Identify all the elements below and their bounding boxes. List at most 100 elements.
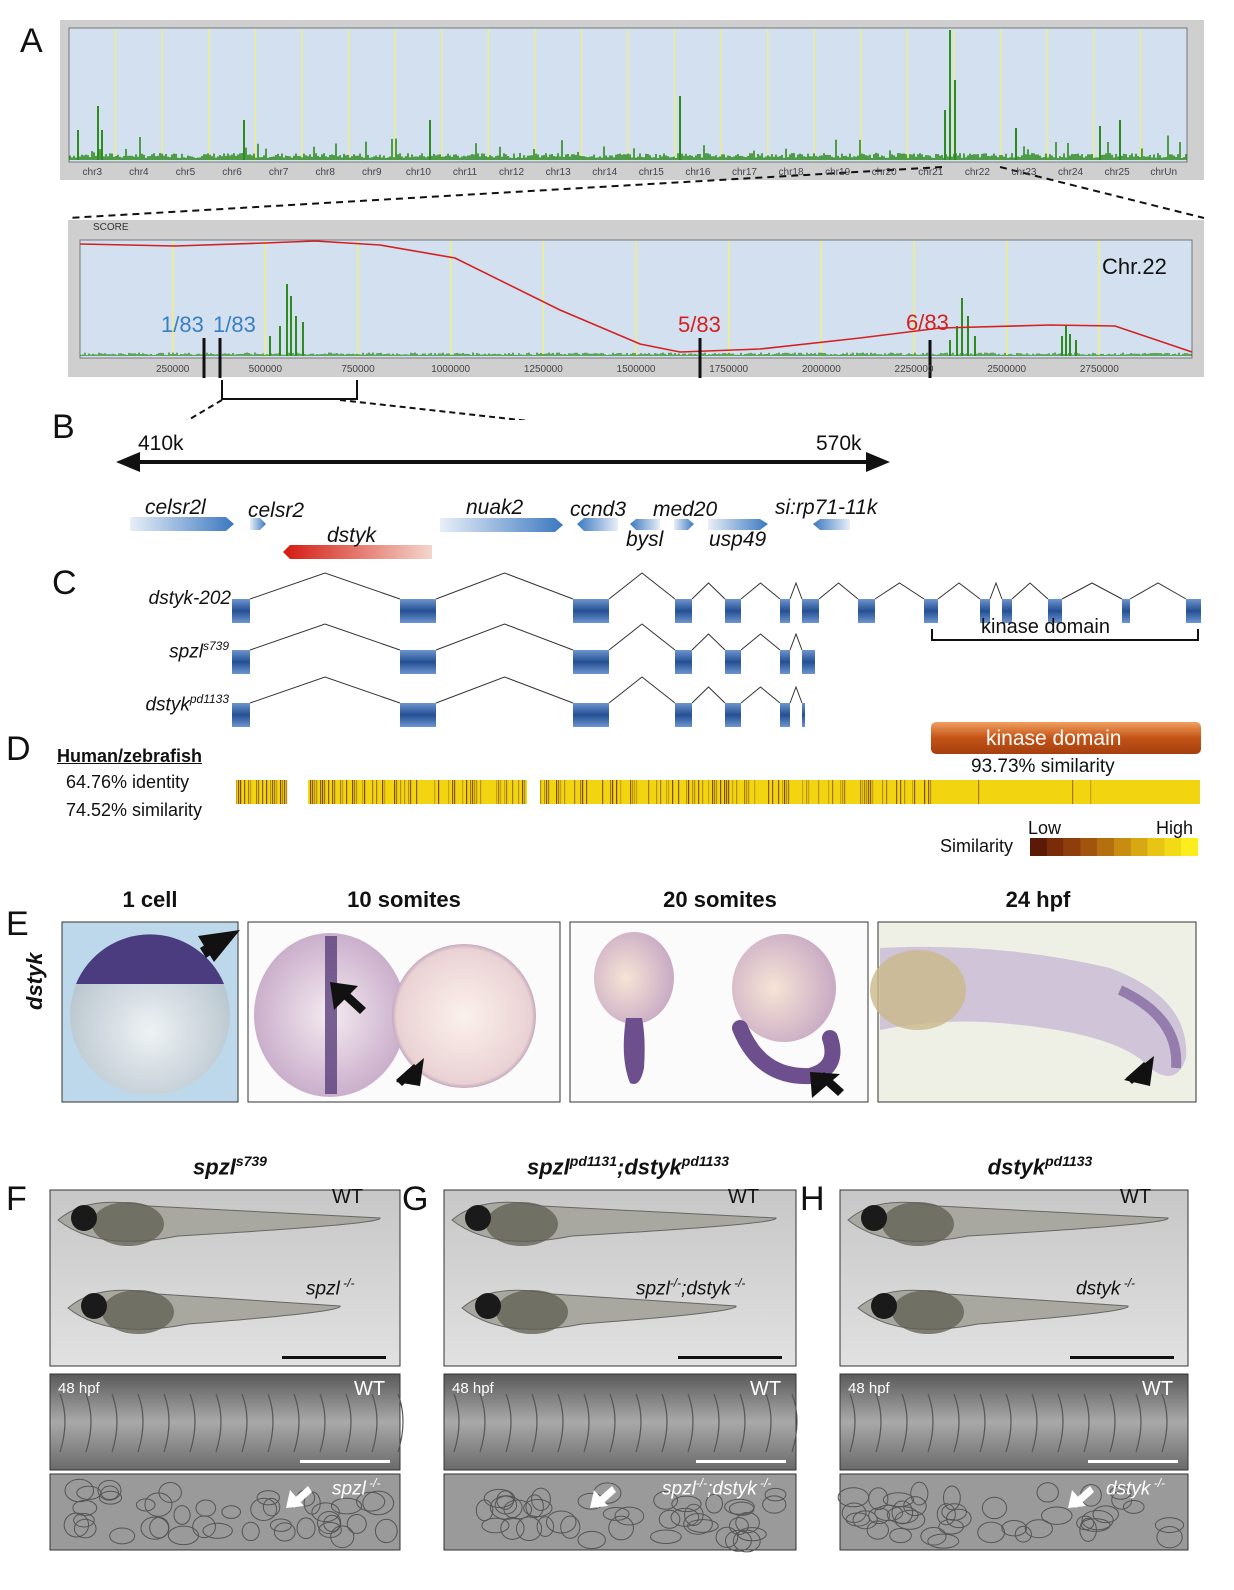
myotome-boundary [849,1393,856,1453]
similarity-tick [376,780,378,804]
similarity-tick [656,780,658,804]
similarity-tick [688,780,690,804]
mutant-cell [1036,1482,1059,1503]
similarity-tick [744,780,746,804]
similarity-tick [328,780,330,804]
intron-line [608,572,676,600]
exon [573,650,609,674]
stage-label-48hpf: 48 hpf [848,1380,890,1397]
chromosome-label: chr12 [499,167,525,178]
chromosome-label: chr24 [1058,167,1084,178]
legend-swatch [1181,838,1199,856]
similarity-tick [434,780,436,804]
exon [675,599,692,623]
similarity-tick [408,780,410,804]
intron-line [818,582,859,600]
similarity-tick [362,780,364,804]
similarity-tick [496,780,498,804]
mutant-cell [837,1487,870,1508]
mutant-cell [1079,1517,1097,1542]
exon [675,703,692,727]
chromosome-label: chr7 [268,167,289,178]
similarity-tick [620,780,622,804]
mutant-cell [250,1497,278,1522]
isoform-row [232,676,805,727]
mutant-cell [149,1516,170,1539]
similarity-tick [862,780,864,804]
similarity-tick [778,780,780,804]
muscle-photo-wt [443,1373,797,1471]
mutant-cell [577,1530,606,1550]
larva-label-mutant: spzl -/- [306,1276,354,1300]
myotome-boundary [1005,1393,1012,1453]
genome-grid [114,29,1142,161]
mutant-cell [256,1490,281,1506]
mutant-cell [73,1518,97,1539]
similarity-tick [356,780,358,804]
muscle-label-mutant: spzl -/- [332,1476,380,1500]
mutant-cell [671,1495,702,1513]
mutant-arrow-head [286,1490,304,1508]
intron-line [789,632,803,651]
mutant-cell [536,1516,555,1537]
exon [802,650,815,674]
mutant-cell [98,1490,123,1505]
muscle-label-wt: WT [750,1378,782,1400]
blastodisc-stain [76,934,224,984]
similarity-tick [322,780,324,804]
mutant-cell [221,1505,242,1519]
mutant-cell [891,1500,914,1525]
chromosome-label: chr3 [82,167,103,178]
similarity-tick [808,780,810,804]
myotome-boundary [875,1393,882,1453]
similarity-tick [404,780,406,804]
score-label: SCORE [93,222,129,233]
panel-e-insitu [61,921,1197,1103]
similarity-tick [842,780,844,804]
scale-bar [678,1356,782,1359]
intron-line [740,686,781,704]
mutant-cell [650,1529,682,1544]
similarity-tick [410,780,412,804]
similarity-tick [912,780,914,804]
genotype-text: dstyk [1076,1278,1121,1300]
genotype-text: spzl [636,1278,670,1300]
mutant-cell [732,1529,761,1553]
similarity-tick [702,780,704,804]
similarity-tick [924,780,926,804]
intron-line [608,676,676,704]
mutant-cell [500,1516,525,1540]
similarity-tick [346,780,348,804]
mutant-cell [1111,1490,1133,1510]
kinase-domain-similarity: 93.73% similarity [971,756,1115,777]
title-spzl-s739: spzls739 [193,1153,267,1180]
larva-eye [465,1205,491,1231]
mutant-cell [889,1527,912,1544]
mutant-cell [852,1510,878,1530]
arrow-10s-a [330,982,358,1010]
chromosome-label: chr4 [129,167,149,178]
mutant-cell [936,1503,956,1526]
axis-arrow-right [866,452,890,472]
mutant-cell [311,1502,340,1523]
zoom-tick-label: 2000000 [801,364,841,375]
chromosome-label: chr16 [685,167,711,178]
gene-arrow-sirp71 [813,519,850,530]
gene-label-sirp71: si:rp71-11k [775,496,878,519]
myotome-boundary [1031,1393,1038,1453]
similarity-tick [1090,780,1092,804]
legend-swatch [1114,838,1131,856]
exon [780,650,790,674]
kinase-domain-label-d: kinase domain [986,727,1122,750]
embryo-24hpf-yolk [870,950,966,1030]
exon [725,703,741,727]
similarity-tick [352,780,354,804]
mutant-cell [489,1495,523,1520]
similarity-tick [900,780,902,804]
panel-letter-g: G [402,1180,429,1218]
muscle-label-wt: WT [1142,1378,1174,1400]
zoom-tick-label: 2250000 [894,364,934,375]
mutant-cell [346,1513,367,1534]
similarity-tick [238,780,240,804]
exon [780,703,790,727]
